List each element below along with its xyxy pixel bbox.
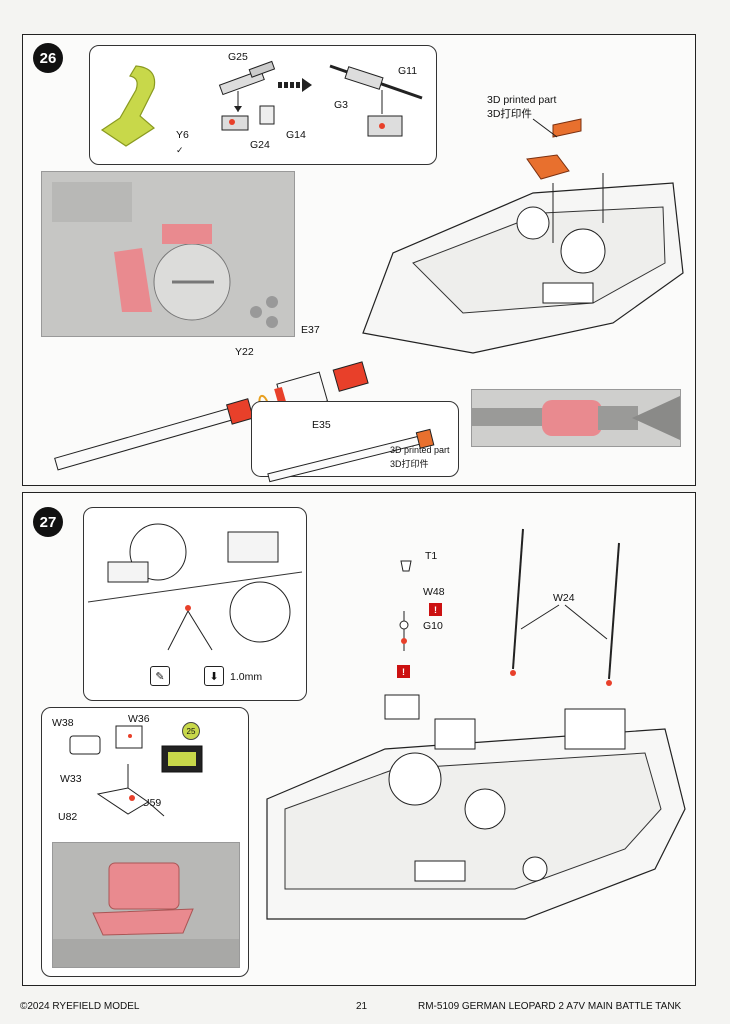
periscope-photo-detail	[53, 843, 239, 967]
label-e37: E37	[301, 324, 320, 336]
printed-part2-label-en: 3D printed part	[390, 445, 450, 455]
label-w38: W38	[52, 717, 74, 729]
part-t1	[400, 560, 412, 572]
step-number-badge: 27	[33, 507, 63, 537]
turret-line-art	[362, 173, 684, 354]
pe-fret	[161, 745, 203, 773]
warning-icon: !	[429, 603, 442, 616]
step-26-panel: 26 Y6 ✓ G25 G14 G24	[22, 34, 696, 486]
label-g11: G11	[398, 65, 418, 77]
periscope-assembly	[96, 764, 165, 817]
label-e35: E35	[312, 419, 331, 431]
label-w48: W48	[423, 586, 445, 598]
barrel-inset: E35 3D printed part 3D打印件	[251, 401, 459, 483]
turret-top-detail	[87, 523, 303, 651]
gun-mount-parts	[218, 60, 276, 131]
printed-part-orange	[526, 118, 582, 180]
parts-w38-w36	[69, 725, 143, 755]
label-t1: T1	[425, 550, 438, 562]
label-y6: Y6	[176, 129, 189, 141]
label-g25: G25	[228, 51, 248, 63]
antennas-w24	[510, 528, 620, 686]
barrel-e35	[267, 428, 435, 483]
label-g14: G14	[286, 129, 306, 141]
step-27-panel: 27 ✎ ⬇ 1.0mm T1 W48 ! G10 ! W24	[22, 492, 696, 986]
label-w33: W33	[60, 773, 82, 785]
decal-icon: 25	[182, 722, 200, 740]
label-w36: W36	[128, 713, 150, 725]
label-g24: G24	[250, 139, 270, 151]
decal-icon: ✓	[176, 145, 184, 155]
drill-detail-inset: ✎ ⬇ 1.0mm	[83, 507, 307, 701]
hull-line-art	[266, 694, 686, 920]
assembly-arrow	[278, 78, 312, 92]
label-g3: G3	[334, 99, 349, 111]
footer-copyright: ©2024 RYEFIELD MODEL	[20, 1001, 140, 1012]
photo-detail	[42, 172, 294, 336]
label-w24: W24	[553, 592, 575, 604]
printed-part-label-cn: 3D打印件	[487, 108, 532, 120]
glue-icon: ✎	[150, 666, 170, 686]
footer-product-title: RM-5109 GERMAN LEOPARD 2 A7V MAIN BATTLE…	[418, 1001, 682, 1012]
periscope-parts-inset: W38 W36 25 W33 U59 U82	[41, 707, 249, 977]
warning-icon: !	[397, 665, 410, 678]
reference-photo-turret	[41, 171, 295, 337]
step-number-badge: 26	[33, 43, 63, 73]
subassembly-inset: Y6 ✓ G25 G14 G24 G11 G3	[89, 45, 437, 165]
footer-page-number: 21	[356, 1001, 368, 1012]
part-g10	[399, 611, 409, 651]
reference-photo-periscope	[52, 842, 240, 968]
label-g10: G10	[423, 620, 443, 632]
reference-photo-barrel	[471, 389, 681, 447]
yellow-part-y6	[100, 65, 156, 147]
barrel-photo-detail	[472, 396, 680, 440]
label-u59: U59	[142, 797, 162, 809]
drill-size-label: 1.0mm	[230, 671, 263, 683]
label-y22: Y22	[235, 346, 254, 358]
printed-part2-label-cn: 3D打印件	[390, 459, 429, 469]
drill-icon: ⬇	[204, 666, 224, 686]
printed-part-label-en: 3D printed part	[487, 94, 557, 106]
label-u82: U82	[58, 811, 78, 823]
machine-gun-assembly	[329, 64, 423, 137]
